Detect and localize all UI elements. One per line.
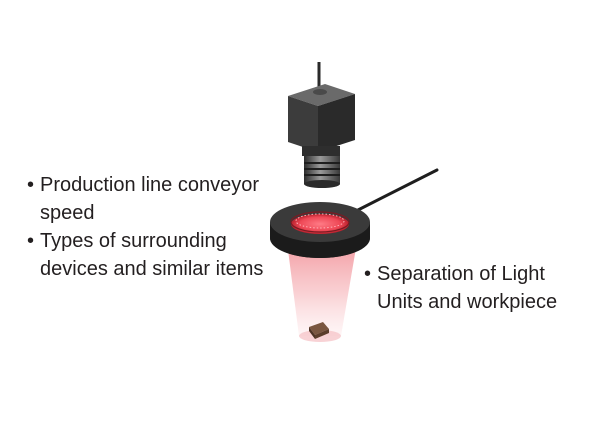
bullet-dot: • xyxy=(364,263,372,285)
right-notes-list: • Separation of Light Units and workpiec… xyxy=(364,260,596,316)
ring-light xyxy=(270,202,370,258)
ring-light-cable xyxy=(356,168,439,212)
bullet-dot: • xyxy=(27,174,35,196)
note-light-unit-separation: Separation of Light Units and workpiece xyxy=(377,263,558,313)
list-item: • Types of surrounding devices and simil… xyxy=(27,227,267,283)
left-notes-list: • Production line conveyor speed • Types… xyxy=(27,171,267,283)
bullet-dot: • xyxy=(27,230,35,252)
note-surrounding-devices: Types of surrounding devices and similar… xyxy=(40,230,264,280)
note-production-line-speed: Production line conveyor speed xyxy=(40,174,260,224)
workpiece xyxy=(309,322,329,339)
list-item: • Separation of Light Units and workpiec… xyxy=(364,260,596,316)
camera xyxy=(288,84,355,188)
list-item: • Production line conveyor speed xyxy=(27,171,267,227)
